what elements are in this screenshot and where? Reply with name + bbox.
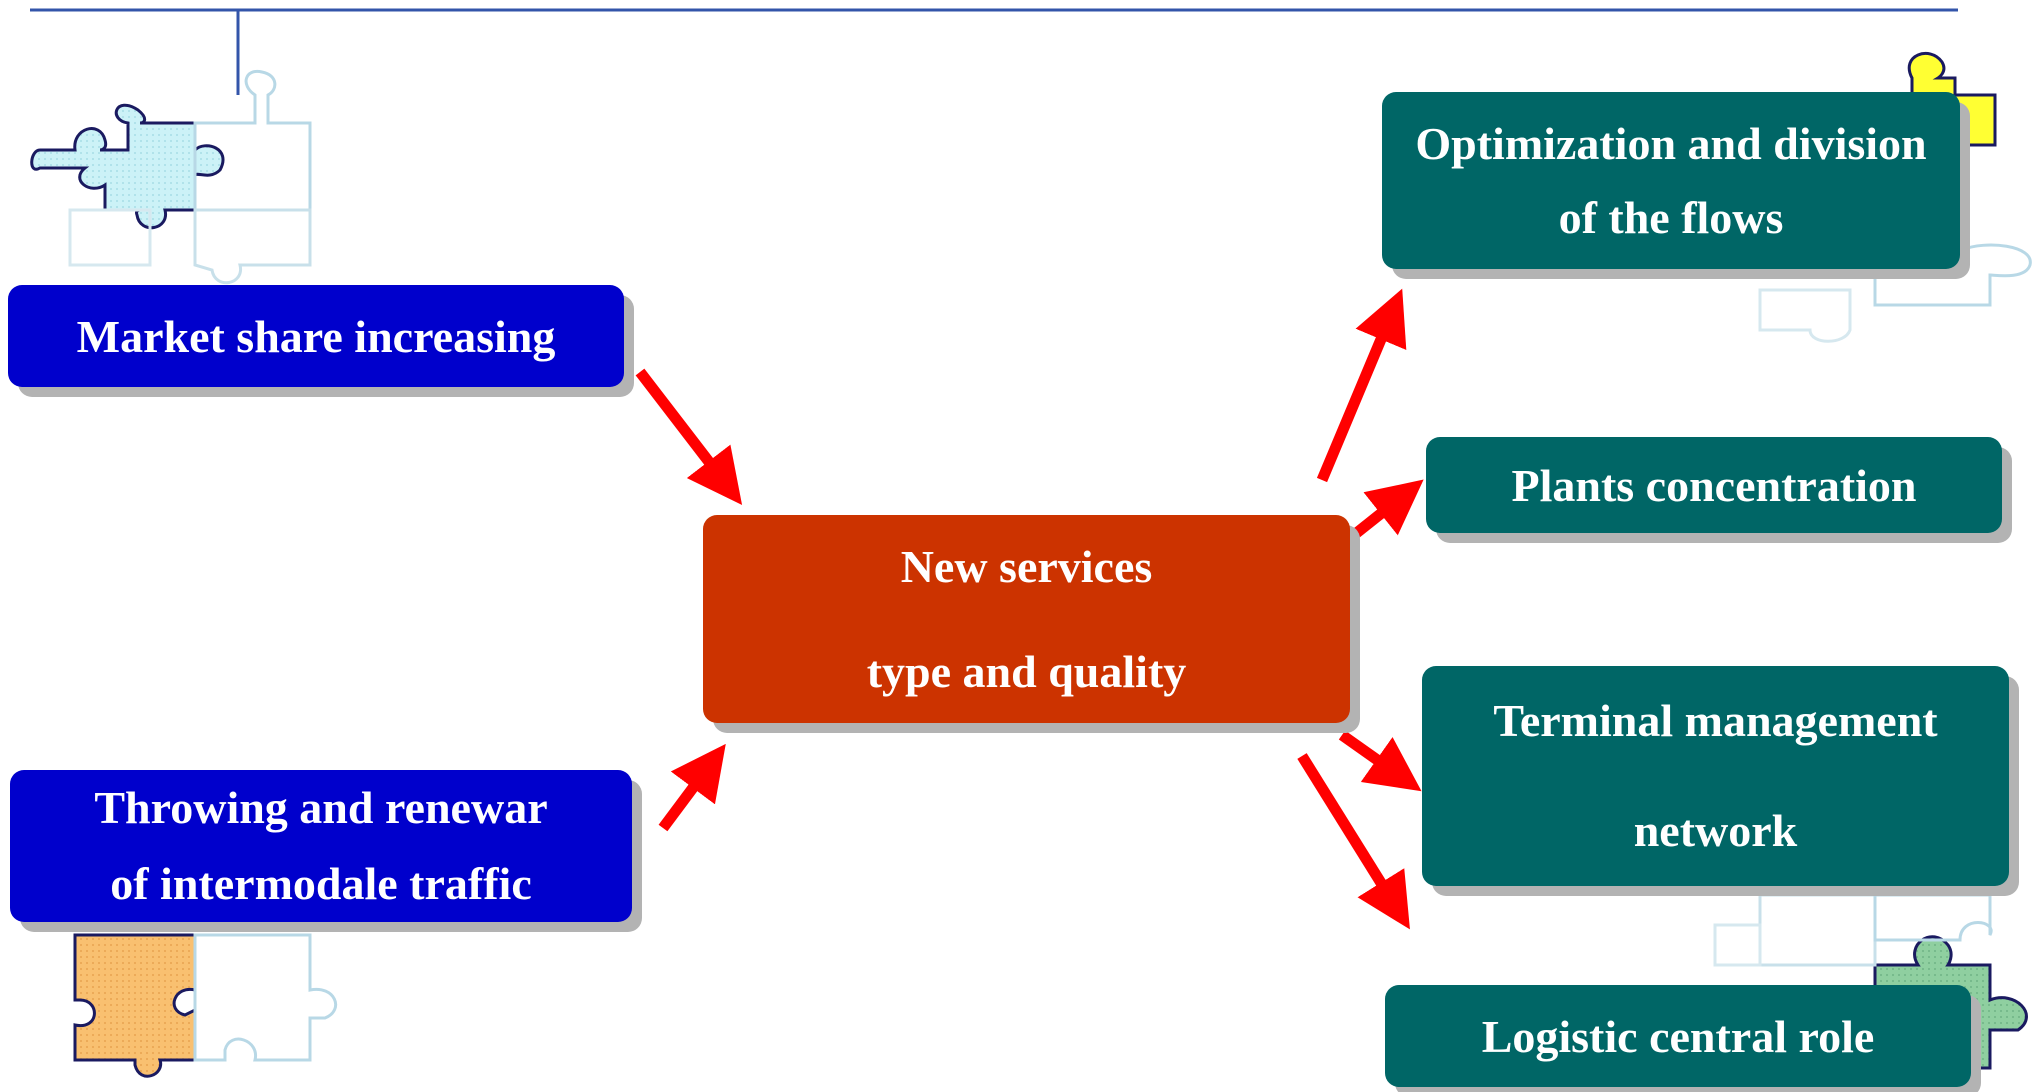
node-label: Terminal management: [1493, 695, 1938, 746]
node-market-share: Market share increasing: [8, 285, 624, 387]
edge-throwing-center: [658, 743, 726, 832]
node-label: Plants concentration: [1511, 459, 1917, 511]
node-label: Throwing and renewar: [94, 782, 548, 833]
edge-center-terminal: [1338, 730, 1422, 792]
edge-market-center: [635, 368, 743, 505]
node-new-services: New services type and quality: [703, 515, 1350, 723]
arrows: [635, 288, 1424, 930]
node-logistic-role: Logistic central role: [1385, 985, 1971, 1087]
node-plants-concentration: Plants concentration: [1426, 437, 2002, 533]
node-label: of intermodale traffic: [110, 858, 532, 909]
edge-center-plants: [1350, 479, 1424, 540]
node-label: type and quality: [866, 646, 1187, 697]
node-label: New services: [900, 541, 1153, 592]
node-terminal-management: Terminal management network: [1422, 666, 2009, 886]
node-optimization: Optimization and division of the flows: [1382, 92, 1960, 269]
edge-center-logistic: [1297, 753, 1410, 930]
node-label: network: [1633, 805, 1798, 856]
node-intermodal-traffic: Throwing and renewar of intermodale traf…: [10, 770, 632, 922]
edge-center-optimization: [1316, 288, 1407, 483]
node-label: Logistic central role: [1481, 1010, 1875, 1062]
node-label: Optimization and division: [1415, 117, 1927, 169]
puzzle-icon-blue: [30, 69, 312, 285]
node-label: of the flows: [1558, 191, 1784, 243]
node-label: Market share increasing: [76, 310, 556, 362]
puzzle-icon-orange: [73, 933, 338, 1078]
